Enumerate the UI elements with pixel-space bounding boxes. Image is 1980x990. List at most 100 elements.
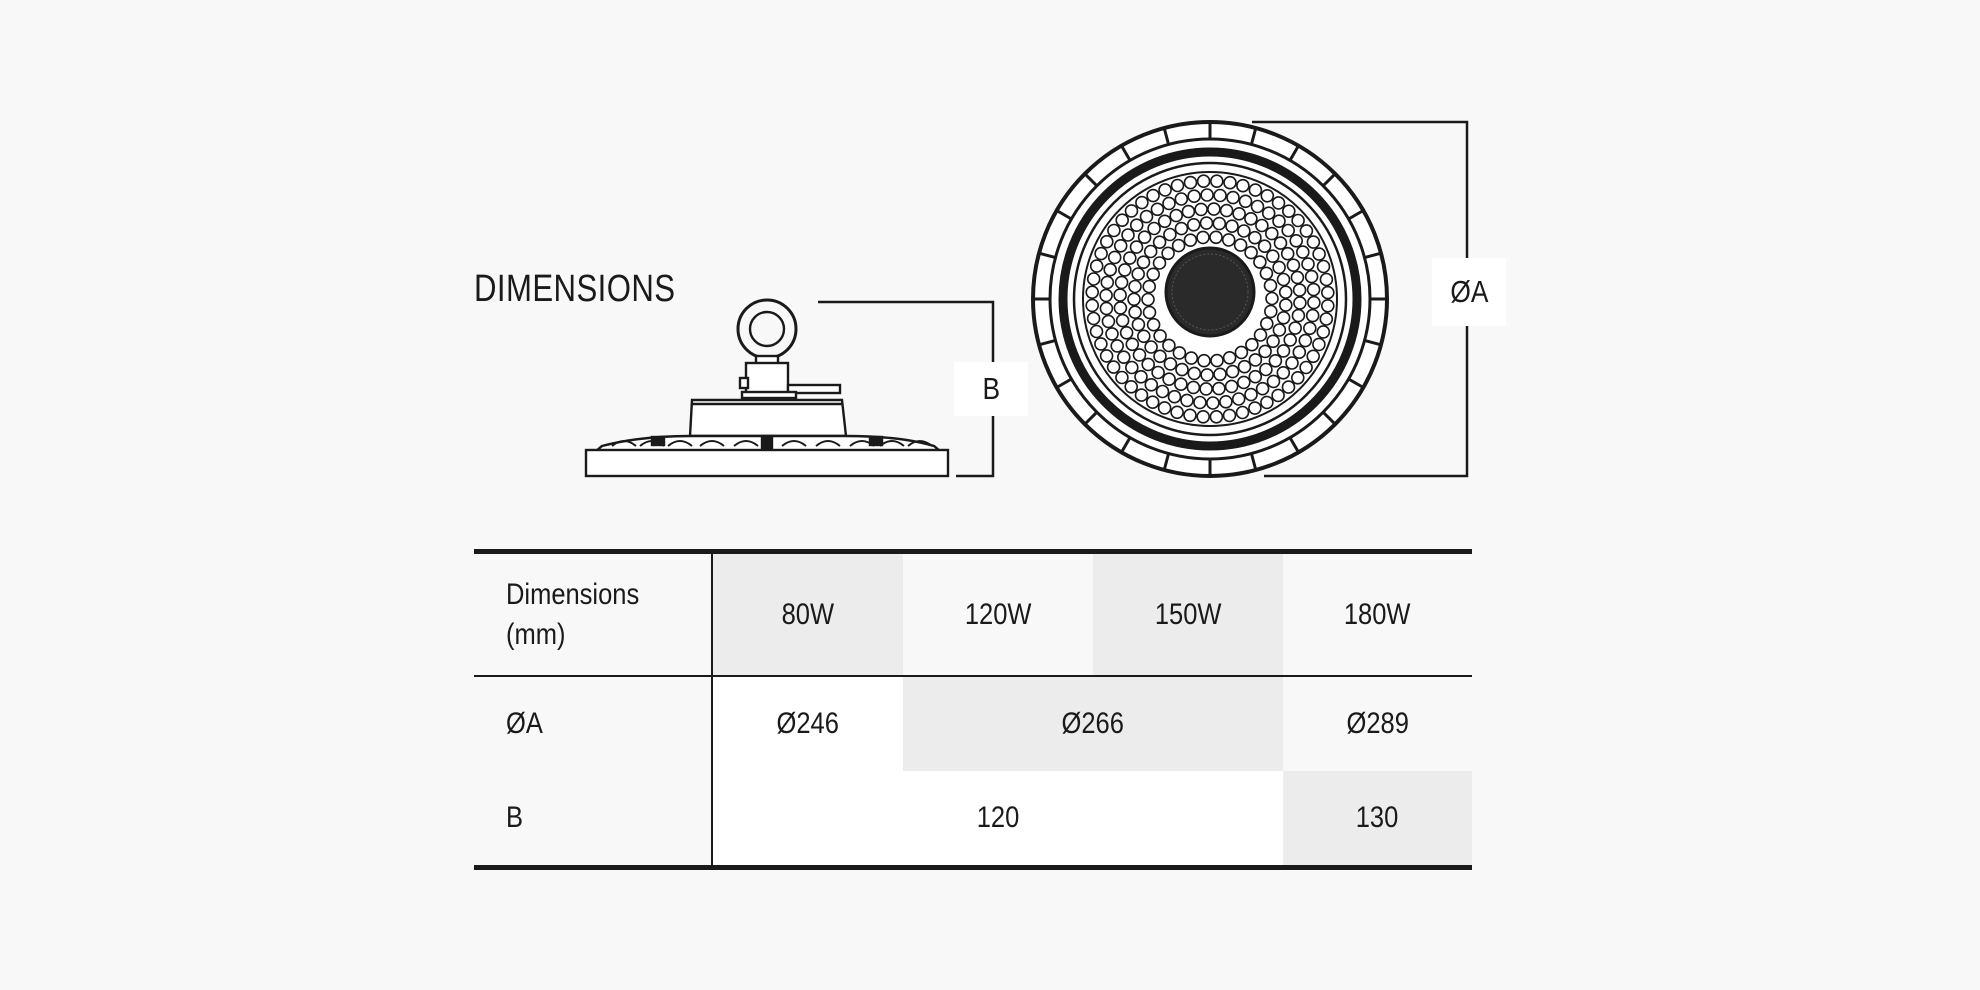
led-dot <box>1103 262 1117 277</box>
fin-spoke <box>1347 377 1365 389</box>
column-header-80w: 80W <box>713 554 903 675</box>
led-dot <box>1153 349 1167 364</box>
led-dot <box>1281 223 1295 238</box>
column-header-180w: 180W <box>1344 597 1411 631</box>
fin-spoke <box>1364 338 1382 347</box>
table-bottom-rule <box>474 865 1472 870</box>
led-dot <box>1175 362 1189 377</box>
fin-spoke <box>1249 453 1258 471</box>
led-dot <box>1196 174 1211 188</box>
led-dot <box>1128 305 1142 320</box>
led-dot <box>1174 221 1189 236</box>
led-dot <box>1115 313 1130 328</box>
led-dot <box>1172 346 1187 360</box>
led-dot <box>1127 292 1141 307</box>
led-dot <box>1131 317 1146 332</box>
led-dot <box>1113 239 1128 253</box>
led-dot <box>1110 339 1124 353</box>
led-dot <box>1124 379 1138 394</box>
led-dot <box>1273 236 1288 250</box>
led-dot <box>1183 175 1198 190</box>
led-dot <box>1260 316 1274 331</box>
led-dot <box>1142 279 1156 294</box>
led-dot <box>1321 298 1335 313</box>
led-dot <box>1170 178 1185 193</box>
led-dot <box>1131 267 1145 281</box>
led-dot <box>1248 353 1263 367</box>
dimension-label-b: B <box>954 362 1028 416</box>
led-dot <box>1135 195 1149 210</box>
led-dot <box>1155 384 1170 399</box>
led-dot <box>1291 308 1306 323</box>
fin-spoke <box>1322 411 1337 426</box>
fin-spoke <box>1347 209 1365 221</box>
led-dot <box>1193 395 1207 410</box>
led-dot <box>1307 295 1321 310</box>
led-dot <box>1292 345 1307 360</box>
led-dot <box>1234 345 1249 360</box>
led-dot <box>1153 329 1167 343</box>
led-dot <box>1106 360 1121 374</box>
fin-spoke <box>1288 144 1300 162</box>
led-dot <box>1089 324 1104 339</box>
led-dot <box>1125 337 1140 352</box>
led-dot <box>1276 272 1291 287</box>
led-dot <box>1210 174 1224 188</box>
led-dot <box>1281 380 1296 394</box>
led-dot <box>1233 238 1248 252</box>
led-dot <box>1123 251 1137 265</box>
row-label-b: B <box>506 801 524 834</box>
table-header-label: Dimensions (mm) <box>506 577 640 651</box>
led-dot <box>1162 372 1176 387</box>
led-dot <box>1107 250 1122 265</box>
led-dot <box>1119 325 1134 340</box>
led-dot <box>1221 233 1236 247</box>
dimension-label-a: ØA <box>1432 258 1506 326</box>
led-dot <box>1222 350 1237 365</box>
led-dot <box>1101 314 1116 329</box>
led-dot <box>1100 275 1115 290</box>
led-dot <box>1139 209 1154 224</box>
led-dot <box>1265 291 1279 306</box>
led-dot <box>1248 369 1263 384</box>
led-dot <box>1145 395 1160 410</box>
led-dot <box>1142 305 1157 320</box>
led-dot <box>1132 348 1147 362</box>
led-dot <box>1268 353 1283 368</box>
led-dot <box>1225 219 1239 233</box>
table-top-rule <box>474 549 1472 554</box>
fin-spoke <box>1055 209 1073 221</box>
led-dot <box>1162 338 1176 353</box>
led-dot <box>1238 194 1253 209</box>
table-cell-b-80w-150w: 120 <box>713 771 1283 865</box>
led-dot <box>1115 213 1129 227</box>
led-dot <box>1226 190 1240 205</box>
led-dot <box>1296 245 1310 259</box>
led-dot <box>1266 334 1280 349</box>
led-dot <box>1146 188 1160 203</box>
led-dot <box>1183 233 1198 247</box>
led-dot <box>1194 202 1208 217</box>
led-dot <box>1089 259 1104 273</box>
page-title: DIMENSIONS <box>474 268 676 310</box>
led-dot <box>1225 364 1240 379</box>
led-dot <box>1210 353 1224 368</box>
table-cell-a-180w: Ø289 <box>1346 707 1409 740</box>
led-dot <box>1136 255 1151 270</box>
led-dot <box>1143 244 1158 259</box>
led-dot <box>1212 381 1226 396</box>
led-dot <box>1117 350 1131 365</box>
table-cell-b-180w: 130 <box>1283 771 1472 865</box>
led-dot <box>1248 230 1262 245</box>
led-dot <box>1298 333 1313 348</box>
side-view-luminaire <box>584 298 950 478</box>
led-dot <box>1086 272 1101 286</box>
led-dot <box>1288 321 1302 335</box>
led-dot <box>1099 301 1114 316</box>
led-dot <box>1129 240 1144 254</box>
led-dot <box>1283 333 1297 347</box>
row-label-a: ØA <box>506 707 543 740</box>
led-dot <box>1299 360 1313 375</box>
led-dot <box>1212 216 1227 231</box>
led-dot <box>1174 192 1189 206</box>
